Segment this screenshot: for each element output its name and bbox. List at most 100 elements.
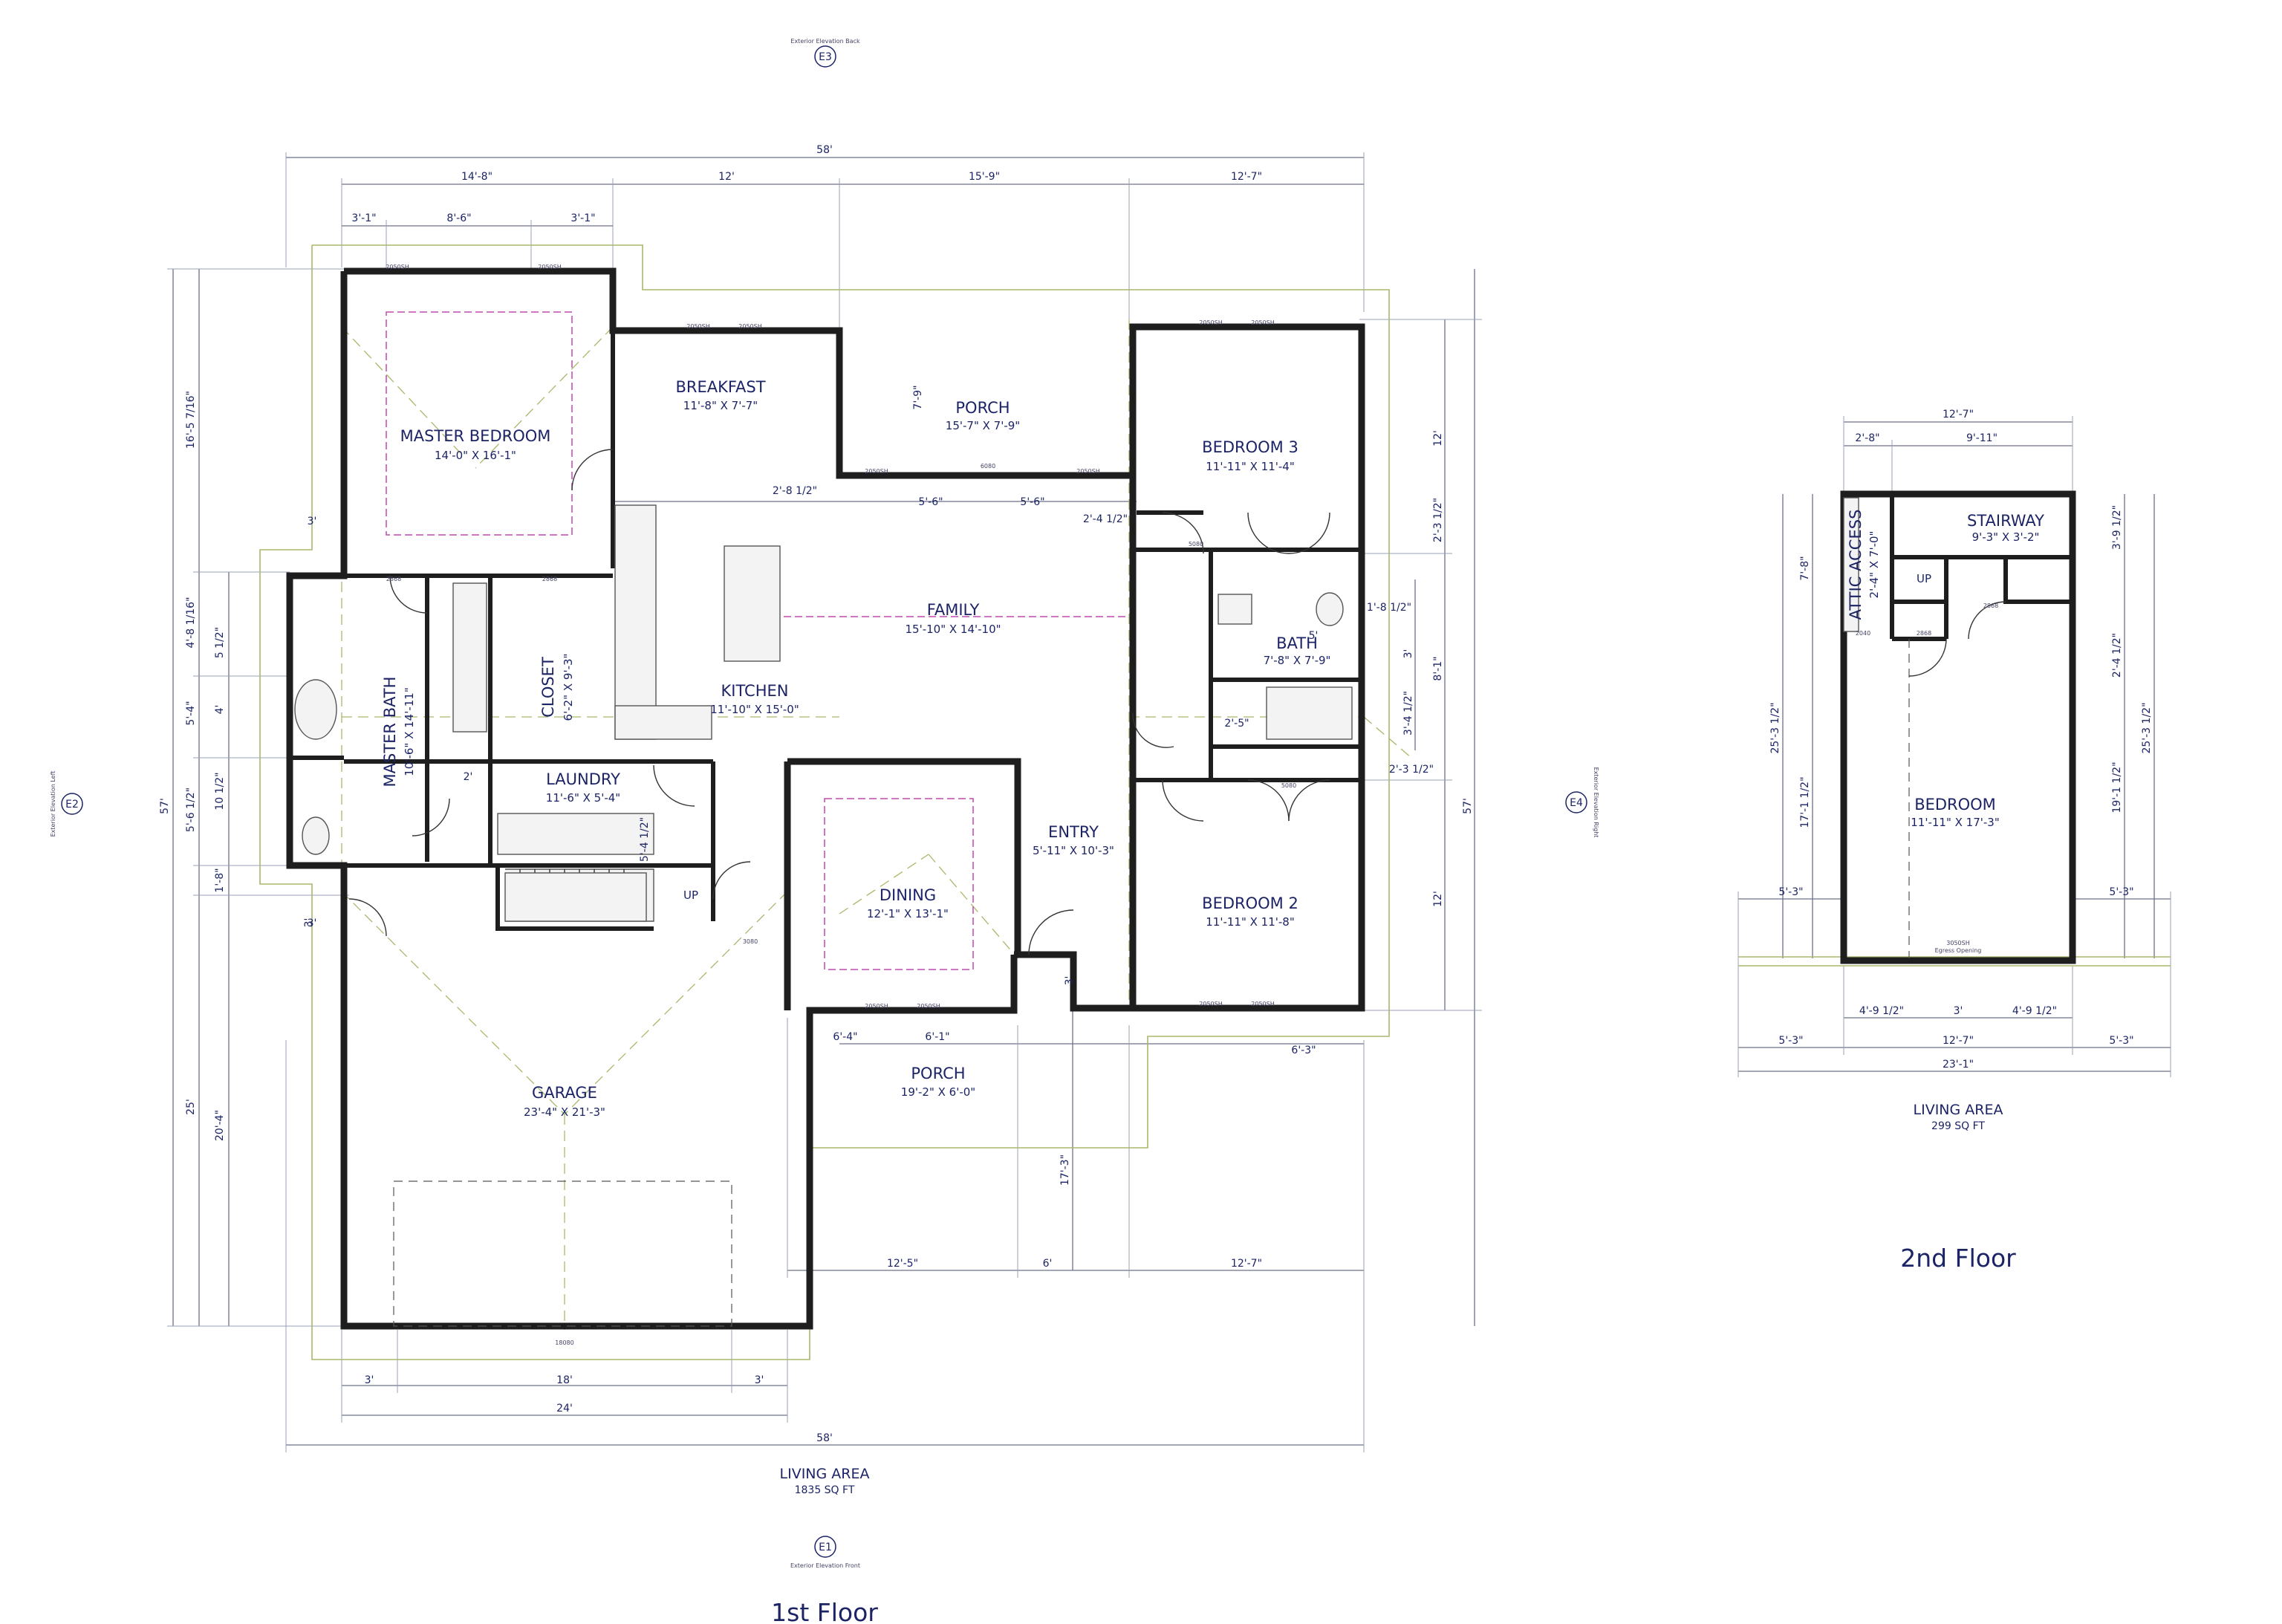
dim-upper-right-2: 2'-4 1/2" (2111, 633, 2123, 678)
dim-right-seg-5: 12' (1432, 891, 1444, 907)
dim-upper-left-2: 25'-3 1/2" (1769, 702, 1781, 753)
callout-code-upper: 2868 (1917, 630, 1931, 637)
dim-right-inner-3: 3'-4 1/2" (1402, 691, 1414, 735)
first-floor-living-area-label: LIVING AREA (780, 1466, 870, 1482)
first-floor-titles: LIVING AREA 1835 SQ FT 1st Floor (771, 1466, 878, 1624)
second-floor-living-area-value: 299 SQ FT (1931, 1120, 1985, 1132)
dim-upper-bottom-1: 5'-3" (1778, 1035, 1803, 1047)
dim-upper-window-1: 4'-9 1/2" (1859, 1005, 1904, 1017)
dim-right-seg-4: 2'-3 1/2" (1389, 764, 1434, 776)
dim-interior-2: 5'-6" (918, 496, 943, 508)
roof-outline (259, 244, 1412, 1360)
callout-code: 2050SH (865, 468, 888, 475)
second-floor-title: 2nd Floor (1900, 1244, 2016, 1273)
callout-code: 2050SH (865, 1003, 888, 1010)
room-size-breakfast: 11'-8" X 7'-7" (683, 399, 758, 412)
room-name-bath: BATH (1276, 634, 1318, 652)
dim-upper-right-1: 3'-9 1/2" (2111, 505, 2123, 550)
dim-left-seg-2: 4'-8 1/16" (185, 597, 197, 648)
ceiling-trays (386, 311, 1129, 970)
room-size-closet: 6'-2" X 9'-3" (562, 654, 575, 721)
first-floor-title: 1st Floor (771, 1598, 878, 1624)
callout-code: 2868 (386, 576, 401, 582)
elevation-label-left: Exterior Elevation Left (50, 771, 56, 837)
callout-code-upper: 2868 (1983, 602, 1998, 609)
first-floor-living-area-value: 1835 SQ FT (795, 1484, 855, 1496)
callout-code: 3080 (743, 938, 758, 945)
dim-overall-bottom: 58' (816, 1432, 833, 1444)
dim-upper-window-3: 4'-9 1/2" (2012, 1005, 2057, 1017)
elevation-marker-left: E2 Exterior Elevation Left (50, 771, 83, 837)
window-code-upper: 3050SH (1946, 940, 1969, 946)
dim-upper-left-3: 17'-1 1/2" (1799, 776, 1811, 828)
elevation-label-front: Exterior Elevation Front (790, 1562, 860, 1569)
stair-up-label-upper: UP (1917, 572, 1931, 585)
room-size-attic-access: 2'-4" X 7'-0" (1867, 531, 1881, 599)
elevation-id-left: E2 (65, 799, 79, 811)
dim-garage-seg-1: 3' (365, 1374, 374, 1386)
elevation-marker-front: E1 Exterior Elevation Front (790, 1536, 860, 1569)
dim-right-overall: 57' (1462, 798, 1474, 814)
dim-left-seg-6: 25' (185, 1099, 197, 1115)
dim-interior-6: 5' (1309, 630, 1319, 642)
room-name-attic-access: ATTIC ACCESS (1847, 510, 1865, 620)
room-name-kitchen: KITCHEN (721, 682, 789, 700)
room-name-bedroom-upper: BEDROOM (1914, 796, 1996, 813)
elevation-label-back: Exterior Elevation Back (790, 38, 860, 45)
callout-code: 6080 (981, 463, 995, 470)
room-name-bedroom-2: BEDROOM 2 (1202, 894, 1298, 912)
room-name-porch-back: PORCH (955, 399, 1010, 417)
dimension-lines (167, 152, 1482, 1452)
room-size-bedroom-3: 11'-11" X 11'-4" (1206, 460, 1295, 473)
dim-upper-right-3: 19'-1 1/2" (2111, 761, 2123, 813)
dim-upper-right-4: 25'-3 1/2" (2141, 702, 2153, 753)
room-size-porch-back: 15'-7" X 7'-9" (946, 419, 1020, 432)
room-size-master-bath: 10'-6" X 14'-11" (403, 687, 416, 776)
room-size-entry: 5'-11" X 10'-3" (1033, 844, 1114, 857)
elevation-markers: E3 Exterior Elevation Back E2 Exterior E… (50, 38, 1599, 1569)
dim-interior-3: 5'-6" (1020, 496, 1044, 508)
dim-left-inner-4: 10 1/2" (214, 772, 226, 810)
room-name-master-bath: MASTER BATH (381, 677, 399, 787)
callout-code: 2050SH (686, 323, 709, 330)
doors[interactable] (348, 449, 1330, 955)
dim-upper-top-seg-2: 9'-11" (1966, 432, 1997, 444)
stairs (504, 872, 647, 922)
callout-code: 2868 (542, 576, 557, 582)
callout-code: 2050SH (738, 323, 761, 330)
room-name-entry: ENTRY (1048, 823, 1099, 841)
callout-code-upper: 2040 (1856, 630, 1870, 637)
room-name-porch-front: PORCH (911, 1065, 965, 1082)
window-note-upper: Egress Opening (1935, 947, 1982, 954)
dim-upper-bottom-overall: 23'-1" (1943, 1059, 1974, 1071)
room-size-bedroom-upper: 11'-11" X 17'-3" (1911, 816, 2000, 829)
room-name-stairway: STAIRWAY (1967, 512, 2044, 530)
dim-interior-4: 2'-4 1/2" (1083, 513, 1128, 525)
elevation-marker-back: E3 Exterior Elevation Back (790, 38, 860, 68)
dim-interior-7: 2'-5" (1224, 718, 1249, 730)
dim-left-overall: 57' (159, 798, 171, 814)
dim-upper-bottom-3: 5'-3" (2109, 1035, 2133, 1047)
elevation-id-right: E4 (1570, 797, 1583, 809)
room-size-laundry: 11'-6" X 5'-4" (546, 791, 620, 805)
room-name-bedroom-3: BEDROOM 3 (1202, 438, 1298, 456)
dim-overall-top: 58' (816, 144, 833, 156)
elevation-id-front: E1 (819, 1542, 832, 1553)
room-size-kitchen: 11'-10" X 15'-0" (710, 703, 799, 716)
dim-right-seg-2: 2'-3 1/2" (1432, 498, 1444, 542)
walls[interactable] (286, 267, 1365, 1330)
room-size-garage: 23'-4" X 21'-3" (524, 1105, 605, 1119)
dim-upper-top-seg-1: 2'-8" (1855, 432, 1879, 444)
room-name-garage: GARAGE (532, 1084, 597, 1102)
dim-top-seg-3: 15'-9" (969, 171, 1000, 183)
dim-right-inner-1: 1'-8 1/2" (1367, 602, 1411, 614)
room-size-bath: 7'-8" X 7'-9" (1264, 654, 1331, 667)
dim-left-seg-5: 1'-8" (214, 868, 226, 892)
dim-master-window-3: 3'-1" (570, 212, 595, 224)
dim-interior-10: 3' (1064, 976, 1076, 986)
dim-left-seg-3: 5'-4" (185, 701, 197, 725)
dim-interior-15: 3' (303, 918, 315, 928)
callout-code: 2050SH (1199, 319, 1222, 326)
dim-garage-width: 24' (556, 1403, 573, 1414)
